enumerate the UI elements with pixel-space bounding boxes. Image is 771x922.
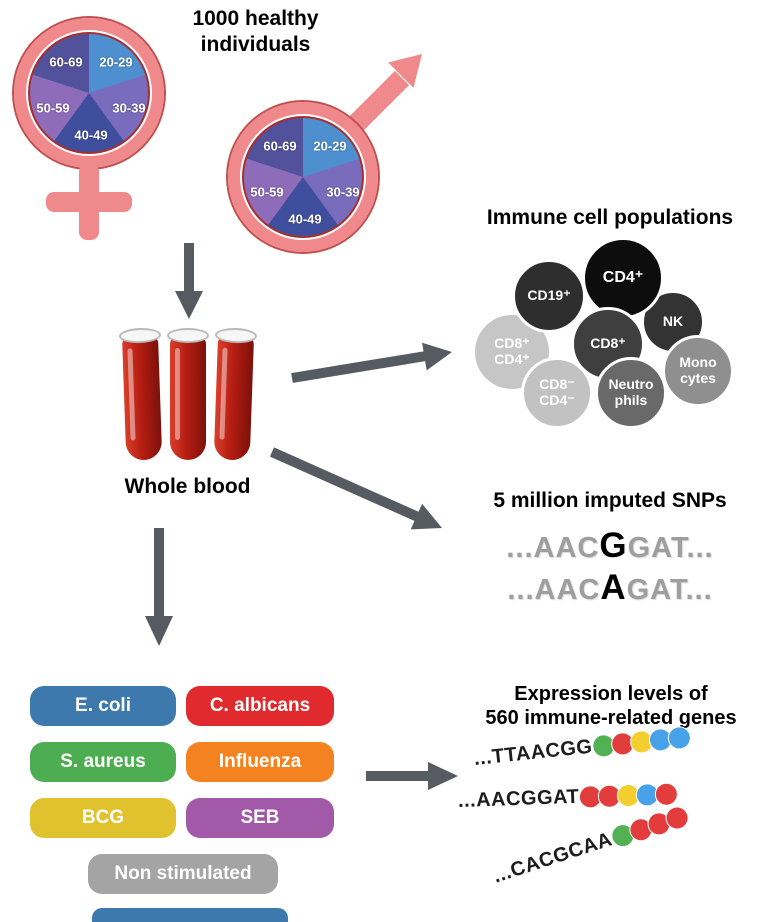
- snp-pre: ...AAC: [506, 532, 600, 564]
- pie-label: 50-59: [36, 100, 70, 116]
- tube-shine: [175, 348, 180, 440]
- arrow-stimuli-to-expression: [366, 762, 458, 790]
- red-bead: [654, 782, 679, 807]
- male-age-pie: 20-29 30-39 40-49 50-59 60-69: [242, 116, 364, 238]
- gene-sequence: ...AACGGAT: [457, 785, 580, 812]
- bead-strip: [578, 782, 679, 809]
- snp-variant-g: G: [599, 526, 628, 565]
- arrow-blood-to-stimuli: [145, 528, 173, 646]
- stimulus-c-albicans: C. albicans: [186, 686, 334, 726]
- arrow-cohort-to-blood: [175, 243, 203, 319]
- snp-sequence-ref: ...AACGGAT...: [460, 526, 760, 566]
- cohort-title: 1000 healthy individuals: [192, 7, 319, 56]
- arrow-blood-to-snps: [269, 447, 442, 530]
- stimulus-s-aureus: S. aureus: [30, 742, 176, 782]
- pie-label: 20-29: [99, 54, 133, 70]
- tube-body: [170, 336, 206, 460]
- gene-row: ...TTAACGG: [472, 725, 693, 771]
- expression-title: Expression levels of 560 immune-related …: [485, 683, 737, 730]
- blood-tube: [167, 328, 209, 460]
- female-age-pie: 20-29 30-39 40-49 50-59 60-69: [28, 32, 150, 154]
- blue-bead: [666, 725, 693, 751]
- snp-post: GAT...: [627, 532, 714, 564]
- pie-label: 20-29: [313, 138, 347, 154]
- snps-title: 5 million imputed SNPs: [493, 489, 727, 512]
- snp-variant-a: A: [600, 568, 627, 607]
- pie-label: 40-49: [74, 127, 108, 143]
- arrow-blood-to-cells: [291, 342, 452, 383]
- gene-row: ...CACGCAA: [490, 803, 692, 889]
- snp-post: GAT...: [626, 574, 713, 606]
- pie-label: 60-69: [49, 54, 83, 70]
- pie-label: 30-39: [326, 184, 360, 200]
- cell-cd19p: CD19⁺: [512, 259, 586, 333]
- stimulus-non-stimulated: Non stimulated: [88, 854, 278, 894]
- stimulus-e-coli: E. coli: [30, 686, 176, 726]
- female-cross-horizontal: [46, 192, 132, 212]
- tube-body: [213, 335, 255, 461]
- tube-rim: [167, 328, 209, 343]
- whole-blood-label: Whole blood: [124, 475, 251, 498]
- cell-monocytes: Mono cytes: [662, 335, 734, 407]
- gene-sequence: ...TTAACGG: [472, 735, 594, 770]
- bead-strip: [608, 803, 692, 851]
- pie-label: 30-39: [112, 100, 146, 116]
- pie-label: 40-49: [288, 211, 322, 227]
- stimulus-bcg: BCG: [30, 798, 176, 838]
- snp-pre: ...AAC: [507, 574, 601, 606]
- cell-cd8n-cd4n: CD8⁻ CD4⁻: [521, 357, 593, 429]
- pie-label: 60-69: [263, 138, 297, 154]
- blood-tube: [213, 327, 258, 461]
- gene-sequence: ...CACGCAA: [490, 828, 616, 888]
- cell-neutrophils: Neutro phils: [595, 357, 667, 429]
- cropped-blue-bar: [92, 908, 288, 922]
- cell-cd4p: CD4⁺: [582, 237, 664, 319]
- snp-sequence-alt: ...AACAGAT...: [460, 568, 760, 608]
- stimulus-seb: SEB: [186, 798, 334, 838]
- gene-row: ...AACGGAT: [458, 782, 679, 813]
- blood-tube: [118, 327, 163, 461]
- male-arrow: [348, 54, 422, 132]
- pie-label: 50-59: [250, 184, 284, 200]
- immune-title: Immune cell populations: [486, 206, 734, 229]
- stimulus-influenza: Influenza: [186, 742, 334, 782]
